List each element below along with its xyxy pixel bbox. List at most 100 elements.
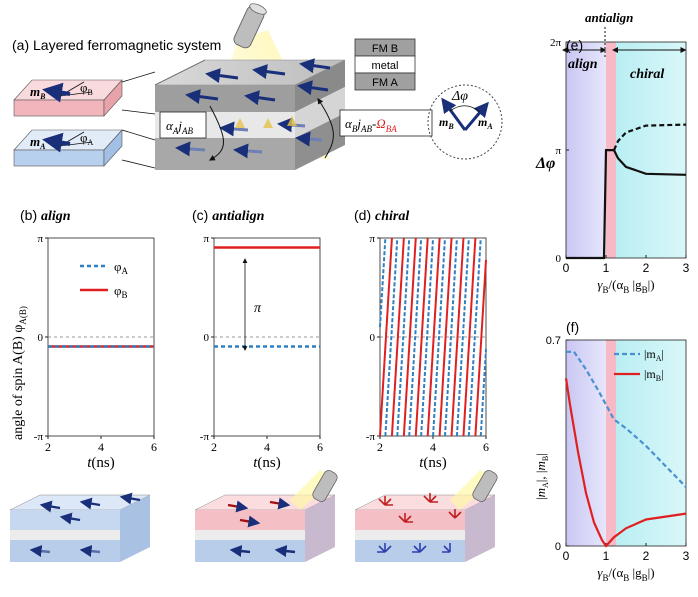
series-phi-b-segment: [414, 237, 429, 437]
series-phi-b-segment: [438, 237, 453, 437]
laser-pointer-icon: [233, 3, 267, 49]
y-axis-label-magnitude: |mA|, |mB|: [533, 453, 550, 500]
coupling-arrow-left: [208, 105, 224, 161]
inset-mb: mB φB: [13, 71, 156, 117]
y-tick-label: π: [369, 233, 375, 245]
y-tick-label: -π: [366, 431, 376, 443]
panel-c-title: (c) antialign: [192, 207, 265, 224]
x-tick-label: 2: [211, 440, 217, 454]
x-axis-label: t(ns): [419, 455, 447, 471]
series-phi-a-segment: [479, 349, 487, 437]
x-tick-label: 6: [317, 440, 323, 454]
svg-text:mB: mB: [439, 115, 454, 131]
x-tick-label: 6: [483, 440, 489, 454]
layer-metal: metal: [372, 60, 399, 72]
x-axis-label: t(ns): [87, 455, 115, 471]
y-tick-label: -π: [200, 431, 210, 443]
pi-arrow: π: [242, 258, 262, 351]
delta-phi-diagram: Δφ mB mA: [427, 84, 503, 160]
svg-text:αAjAB: αAjAB: [166, 118, 193, 136]
fm-b-arrows: [185, 58, 331, 106]
svg-text:αBjAB-ΩBA: αBjAB-ΩBA: [345, 116, 397, 134]
series-phi-a-segment: [443, 237, 458, 437]
layer-fm-a: FM A: [372, 77, 398, 89]
x-axis-label: γB/(αB |gB|): [597, 277, 654, 295]
svg-text:π: π: [254, 301, 262, 316]
x-tick-label: 4: [264, 440, 270, 454]
label-antialign: antialign: [585, 10, 633, 25]
x-tick-label: 3: [683, 261, 690, 275]
series-mA: [566, 350, 687, 488]
region-align: [566, 340, 606, 546]
x-tick-label: 2: [643, 549, 650, 563]
series-phi-a-segment: [432, 237, 446, 437]
x-tick-label: 1: [603, 549, 610, 563]
layer-legend: FM B metal FM A: [354, 38, 416, 91]
plot-d: π 0 -π2 4 6 t(ns): [366, 233, 489, 471]
series-phi-b-segment: [426, 237, 441, 437]
plot-f: 0 1 2 3 γB/(αB |gB|) 0.7 0 |mA| |mB|: [546, 335, 690, 583]
region-antialign: [606, 340, 616, 546]
x-axis-label: γB/(αB |gB|): [597, 565, 654, 583]
y-tick-label: 0: [204, 332, 210, 344]
y-tick-label: 0: [556, 253, 562, 265]
x-tick-label: 4: [430, 440, 436, 454]
label-align: align: [568, 57, 598, 72]
panel-f-title: (f): [566, 319, 579, 335]
x-tick-label: 2: [377, 440, 383, 454]
svg-text:φA: φA: [114, 259, 129, 276]
x-tick-label: 3: [683, 549, 690, 563]
svg-text:mA: mA: [478, 115, 493, 131]
coupling-arrow-right: [317, 97, 334, 159]
bottom-block-antialign: [194, 470, 338, 562]
series-phi-a-segment: [467, 237, 482, 437]
series-dashed: [612, 123, 687, 151]
series-phi-a-segment: [384, 237, 399, 437]
y-axis-label-spin: angle of spin A(B) φA(B): [11, 306, 28, 440]
y-tick-label: 2π: [550, 37, 562, 49]
spin-current-cones: [235, 116, 297, 128]
y-tick-label: π: [555, 145, 561, 157]
svg-text:φA: φA: [80, 130, 94, 147]
y-tick-label: 0.7: [546, 335, 561, 347]
y-tick-label: 0: [370, 332, 376, 344]
svg-text:φB: φB: [114, 283, 128, 300]
plot-c: π 0 -π2 4 6 t(ns): [200, 233, 323, 471]
legend-mA-label: |mA|: [644, 347, 664, 363]
coupling-label-left: αAjAB: [159, 111, 207, 139]
legend-b: φA φB: [80, 259, 129, 300]
bottom-block-align: [9, 492, 151, 562]
y-axis-label-delta-phi: Δφ: [535, 155, 555, 172]
x-tick-label: 2: [643, 261, 650, 275]
panel-e-title: (e): [566, 37, 583, 53]
series-phi-a-segment: [408, 237, 423, 437]
x-tick-label: 0: [563, 261, 570, 275]
inset-ma: mA φA: [13, 129, 156, 169]
svg-text:Δφ: Δφ: [451, 89, 468, 104]
x-tick-label: 0: [563, 549, 570, 563]
x-tick-label: 6: [151, 440, 157, 454]
svg-text:φB: φB: [80, 80, 93, 97]
series-phi-b-segment: [462, 237, 477, 437]
series-phi-a-segment: [379, 237, 387, 328]
panel-b-title: (b) align: [20, 207, 71, 224]
series-phi-b-segment: [474, 259, 487, 437]
x-axis-label: t(ns): [253, 455, 281, 471]
panel-d-title: (d) chiral: [354, 207, 409, 224]
y-tick-label: 0: [555, 541, 561, 553]
series-phi-b-segment: [402, 237, 417, 437]
series-phi-a-segment: [420, 237, 435, 437]
panel-a-title: (a) Layered ferromagnetic system: [12, 37, 221, 53]
series-mB: [564, 378, 687, 548]
plot-frame: [565, 339, 687, 547]
y-tick-label: π: [37, 233, 43, 245]
legend-mB-label: |mB|: [644, 367, 664, 383]
series-phi-b-segment: [390, 237, 405, 437]
y-tick-label: -π: [34, 431, 44, 443]
layer-fm-b: FM B: [372, 43, 398, 55]
x-tick-label: 1: [603, 261, 610, 275]
svg-text:mA: mA: [30, 134, 46, 151]
series-phi-a-segment: [396, 237, 411, 437]
